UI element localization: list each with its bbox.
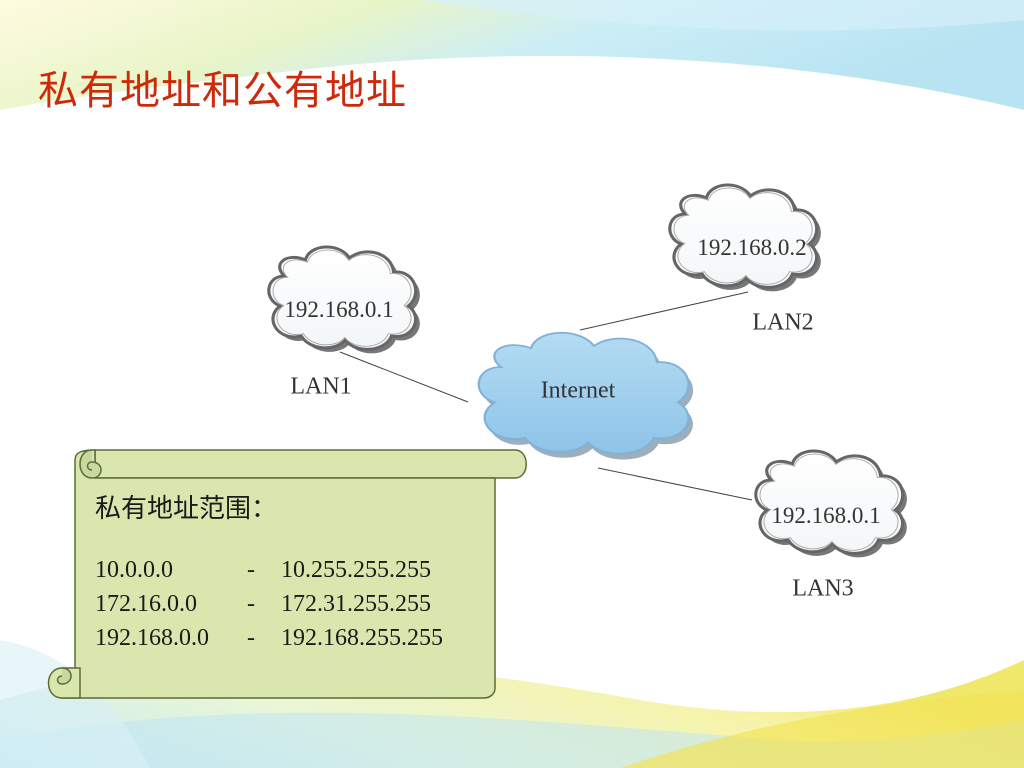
range-separator: - [247,557,255,583]
lan3-address: 192.168.0.1 [771,503,881,528]
range-start: 10.0.0.0 [95,557,173,583]
range-end: 192.168.255.255 [281,625,443,651]
range-row: 172.16.0.0 - 172.31.255.255 [95,587,495,621]
connector-lan3 [597,467,753,501]
range-separator: - [247,591,255,617]
lan2-name: LAN2 [752,309,814,336]
range-start: 172.16.0.0 [95,591,197,617]
lan3-name: LAN3 [792,575,854,602]
connector-lan2 [579,291,749,331]
range-separator: - [247,625,255,651]
range-end: 172.31.255.255 [281,591,431,617]
private-range-box: 私有地址范围： 10.0.0.0 - 10.255.255.255 172.16… [95,488,495,655]
lan2-address: 192.168.0.2 [697,235,807,260]
private-range-scroll [47,449,527,699]
internet-label: Internet [540,377,616,404]
connector-lan1 [339,351,469,403]
range-start: 192.168.0.0 [95,625,209,651]
range-end: 10.255.255.255 [281,557,431,583]
range-row: 10.0.0.0 - 10.255.255.255 [95,553,495,587]
lan1-address: 192.168.0.1 [284,297,394,322]
slide-title: 私有地址和公有地址 [38,68,407,114]
lan1-name: LAN1 [290,373,352,400]
range-row: 192.168.0.0 - 192.168.255.255 [95,621,495,655]
private-range-heading: 私有地址范围： [95,494,278,524]
